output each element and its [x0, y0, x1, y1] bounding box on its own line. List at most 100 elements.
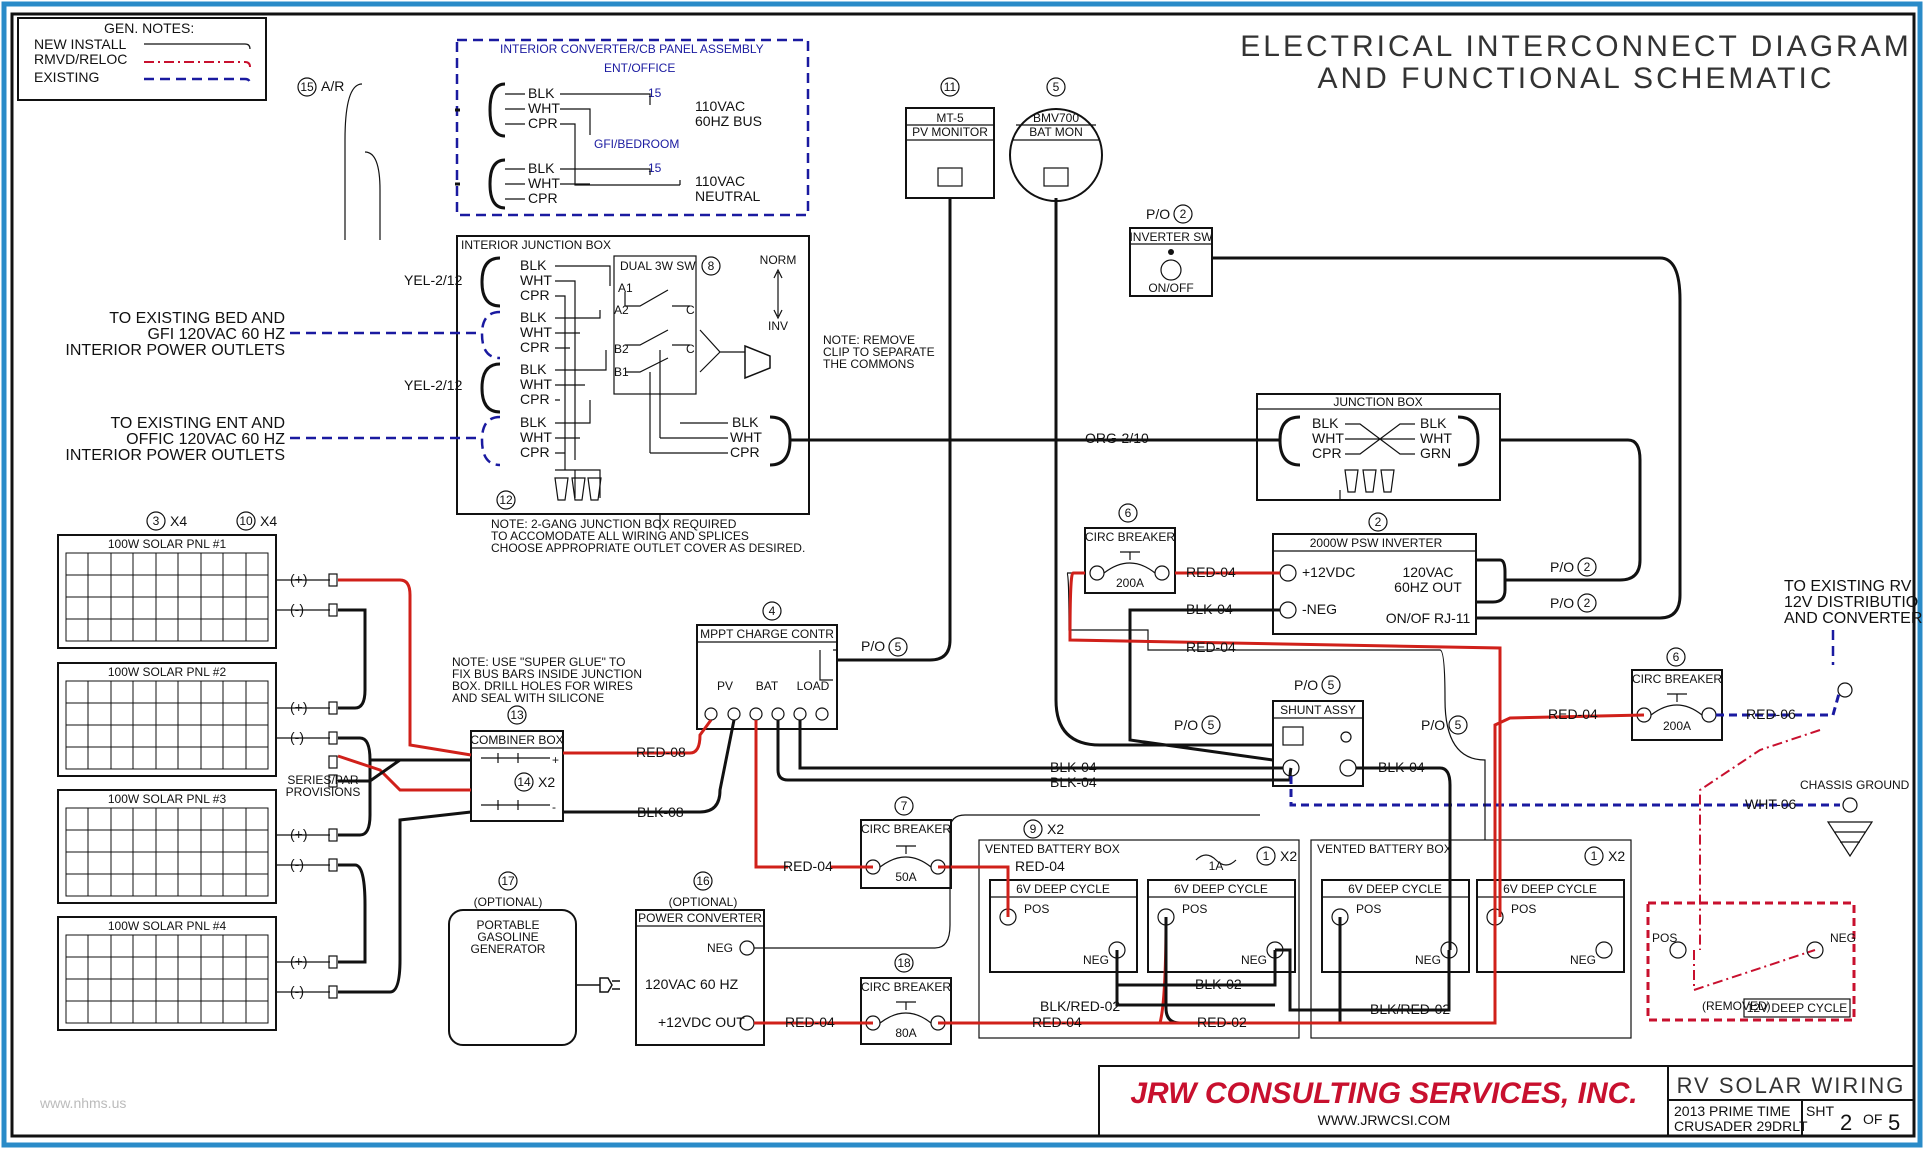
- jb-wht-4: WHT: [520, 429, 552, 445]
- cb200b-callout: 6: [1673, 650, 1680, 664]
- breaker-15-a: 15: [648, 86, 662, 100]
- cb200a-title: CIRC BREAKER: [1085, 530, 1175, 544]
- combiner-note-1: NOTE: USE "SUPER GLUE" TO: [452, 655, 625, 669]
- inv-sw-indicator-icon: [1168, 249, 1174, 255]
- battery-4: 6V DEEP CYCLE POS NEG: [1476, 879, 1625, 973]
- removed-pos: POS: [1652, 931, 1677, 945]
- panel-wires-a: BLK WHT CPR BLK WHT CPR: [528, 85, 560, 206]
- combiner-minus-sign: -: [552, 800, 556, 814]
- bat-qty-a: X2: [1280, 848, 1297, 864]
- generator-line3: GENERATOR: [471, 942, 546, 956]
- model-line1: 2013 PRIME TIME: [1674, 1103, 1790, 1119]
- mppt-bat: BAT: [756, 679, 779, 693]
- bus1-line2: 60HZ BUS: [695, 113, 762, 129]
- inverter-title: 2000W PSW INVERTER: [1310, 536, 1443, 550]
- jb-blk-4: BLK: [520, 414, 547, 430]
- bat-callout-a: 1: [1263, 849, 1270, 863]
- removed-status: (REMOVED): [1702, 999, 1771, 1013]
- jbox2-wire-nuts-icon: [1344, 469, 1395, 493]
- org-label: ORG-2/10: [1085, 430, 1149, 446]
- jb-wht-3: WHT: [520, 376, 552, 392]
- pnl3-minus: (-): [290, 856, 304, 872]
- series-par-2: PROVISIONS: [286, 785, 361, 799]
- interior-junction-box: INTERIOR JUNCTION BOX DUAL 3W SW 8 NORM …: [404, 235, 935, 555]
- wire-nuts-icon: [554, 477, 602, 501]
- bat-monitor-jack-icon: [1043, 167, 1069, 187]
- cb200a-rating: 200A: [1116, 576, 1144, 590]
- gfi-bedroom-label: GFI/BEDROOM: [594, 137, 679, 151]
- existing-rv-1: TO EXISTING RV: [1784, 578, 1912, 595]
- norm-inv-arrow: [773, 268, 783, 320]
- shunt-po-right: P/O: [1421, 717, 1445, 733]
- series-par-1: SERIES/PAR: [287, 773, 358, 787]
- wire-blkred02-b: BLK/RED-02: [1370, 1001, 1450, 1017]
- combiner-note-2: FIX BUS BARS INSIDE JUNCTION: [452, 667, 642, 681]
- callout-15: 15: [300, 80, 314, 94]
- panel-wire-cpr-b: CPR: [528, 190, 558, 206]
- batbox-right-title: VENTED BATTERY BOX: [1317, 842, 1452, 856]
- solar-panel-1-label: 100W SOLAR PNL #1: [108, 537, 227, 551]
- wire-red04-c: RED-04: [785, 1014, 835, 1030]
- mppt-po-callout: 5: [895, 640, 902, 654]
- chassis-ground-icon: [1826, 821, 1874, 858]
- wire-clip-icon: [744, 344, 771, 380]
- shunt-prefix: P/O: [1294, 677, 1318, 693]
- wire-blkred02-a: BLK/RED-02: [1040, 998, 1120, 1014]
- jb-out-connector: [769, 415, 792, 467]
- pv-monitor-model: MT-5: [936, 111, 964, 125]
- inv-sw-title: INVERTER SW: [1129, 230, 1213, 244]
- batbox-callout: 9: [1030, 822, 1037, 836]
- junction-box-2: JUNCTION BOX BLK WHT CPR BLK WHT GRN ORG…: [1085, 393, 1501, 501]
- jbox2-title: JUNCTION BOX: [1333, 395, 1422, 409]
- jb-cpr-3: CPR: [520, 391, 550, 407]
- wire-red04-f: RED-04: [1186, 564, 1236, 580]
- generator-callout: 17: [501, 874, 515, 888]
- legend-new-wire: [144, 43, 251, 50]
- bus2-line1: 110VAC: [695, 173, 745, 189]
- panel-wire-blk-b: BLK: [528, 160, 555, 176]
- inverter-pos-terminal-icon: [1279, 564, 1297, 582]
- existing-rv-2: 12V DISTRIBUTIO: [1784, 594, 1918, 611]
- mppt-pv: PV: [717, 679, 733, 693]
- note-new-install: NEW INSTALL: [34, 36, 127, 52]
- jbox2-right-wht: WHT: [1420, 430, 1452, 446]
- battery-1-neg: NEG: [1083, 953, 1109, 967]
- shunt-po-left: P/O: [1174, 717, 1198, 733]
- inv-sw-button-icon: [1160, 259, 1182, 281]
- battery-3-label: 6V DEEP CYCLE: [1348, 882, 1442, 896]
- wire-wht06: WHT-06: [1745, 796, 1797, 812]
- combiner-box: NOTE: USE "SUPER GLUE" TO FIX BUS BARS I…: [452, 655, 642, 822]
- pnl3-plus: (+): [290, 826, 308, 842]
- pc-neg-terminal-icon: [739, 940, 755, 956]
- fuse-1a-label: 1A: [1209, 859, 1224, 873]
- bat-callout-b: 1: [1591, 849, 1598, 863]
- ent-line3: INTERIOR POWER OUTLETS: [65, 447, 285, 464]
- bat-monitor: 5 BMV700 BAT MON: [1009, 77, 1103, 202]
- wire-blk04-c: BLK-04: [1378, 759, 1425, 775]
- inv-sw-callout: 2: [1180, 207, 1187, 221]
- solar-qty-2: X4: [260, 513, 277, 529]
- inverter-po-2: P/O: [1550, 595, 1574, 611]
- solar-qty-1: X4: [170, 513, 187, 529]
- inverter-pos: +12VDC: [1302, 564, 1355, 580]
- pc-title: POWER CONVERTER: [638, 911, 762, 925]
- callout-11: 11: [944, 80, 957, 94]
- battery-4-neg: NEG: [1570, 953, 1596, 967]
- note-remove-1: NOTE: REMOVE: [823, 333, 915, 347]
- power-converter: 16 (OPTIONAL) POWER CONVERTER NEG 120VAC…: [576, 871, 765, 1046]
- cb80-title: CIRC BREAKER: [861, 980, 951, 994]
- existing-rv: TO EXISTING RV 12V DISTRIBUTIO AND CONVE…: [1784, 578, 1922, 858]
- shunt-jack-icon: [1282, 726, 1304, 746]
- battery-2-neg: NEG: [1241, 953, 1267, 967]
- pnl4-plus: (+): [290, 953, 308, 969]
- callout-12: 12: [499, 493, 513, 507]
- jb-blk-2: BLK: [520, 309, 547, 325]
- cb200b-title: CIRC BREAKER: [1632, 672, 1722, 686]
- ent-line1: TO EXISTING ENT AND: [110, 415, 285, 432]
- solar-panel-1: 100W SOLAR PNL #1: [57, 534, 277, 649]
- solar-panel-3-label: 100W SOLAR PNL #3: [108, 792, 227, 806]
- battery-3-neg: NEG: [1415, 953, 1441, 967]
- generator-line2: GASOLINE: [477, 930, 538, 944]
- jbox2-left-cpr: CPR: [1312, 445, 1342, 461]
